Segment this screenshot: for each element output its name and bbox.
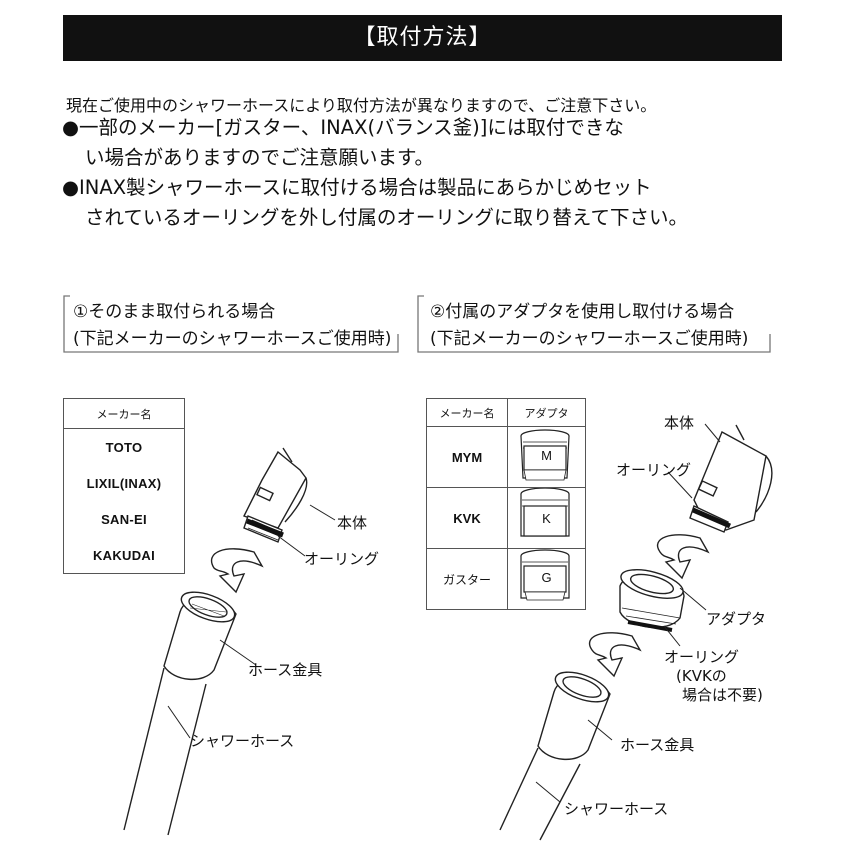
note-2-line1: ●INAX製シャワーホースに取付ける場合は製品にあらかじめセット — [62, 176, 652, 199]
maker-table-1: メーカー名 TOTO LIXIL(INAX) SAN-EI KAKUDAI — [63, 398, 185, 574]
section1-heading-block: ①そのまま取付られる場合 (下記メーカーのシャワーホースご使用時) — [73, 299, 391, 353]
section1-label-oring: オーリング — [304, 550, 380, 568]
adapter-label-m: M — [541, 447, 552, 463]
section1-leaders — [167, 504, 336, 739]
table2-maker-kvk: KVK — [426, 487, 508, 549]
section2-label-oring2: オーリング — [664, 648, 740, 666]
table2-maker-mym: MYM — [426, 426, 508, 488]
table2-header-maker: メーカー名 — [426, 398, 508, 427]
adapter-label-g: G — [541, 569, 552, 585]
table2-header-adapter: アダプタ — [507, 398, 586, 427]
section2-label-oring: オーリング — [616, 461, 692, 479]
maker-table-2: メーカー名 アダプタ MYM M KVK K ガスター G — [426, 398, 586, 610]
section2-heading-block: ②付属のアダプタを使用し取付ける場合 (下記メーカーのシャワーホースご使用時) — [430, 299, 775, 353]
section1-heading: ①そのまま取付られる場合 — [73, 302, 276, 322]
note-2: ●INAX製シャワーホースに取付ける場合は製品にあらかじめセット されているオー… — [62, 173, 688, 233]
section1-label-body: 本体 — [337, 514, 368, 532]
table1-maker-kakudai: KAKUDAI — [63, 537, 185, 574]
table1-header: メーカー名 — [63, 398, 185, 429]
section2-label-hose-fitting: ホース金具 — [620, 736, 695, 754]
section2-label-body: 本体 — [664, 414, 695, 432]
section2-leaders — [535, 423, 721, 803]
table1-maker-lixil: LIXIL(INAX) — [63, 465, 185, 501]
section1-subheading: (下記メーカーのシャワーホースご使用時) — [73, 329, 392, 349]
intro-text: 現在ご使用中のシャワーホースにより取付方法が異なりますので、ご注意下さい。 — [66, 96, 657, 115]
note-1-line2: い場合がありますのでご注意願います。 — [85, 146, 435, 169]
note-1: ●一部のメーカー[ガスター、INAX(バランス釜)]には取付できな い場合があり… — [62, 113, 624, 173]
page-title: 【取付方法】 — [63, 15, 782, 61]
note-1-line1: ●一部のメーカー[ガスター、INAX(バランス釜)]には取付できな — [62, 116, 624, 139]
table1-maker-sanei: SAN-EI — [63, 501, 185, 537]
adapter-label-k: K — [542, 510, 551, 526]
section2-label-oring2-note1: (KVKの — [676, 667, 727, 685]
section1-label-shower-hose: シャワーホース — [190, 732, 295, 750]
section1-illustration — [123, 447, 308, 836]
table1-maker-toto: TOTO — [63, 428, 185, 465]
section2-label-shower-hose: シャワーホース — [564, 800, 669, 818]
note-2-line2: されているオーリングを外し付属のオーリングに取り替えて下さい。 — [85, 206, 688, 229]
section1-label-hose-fitting: ホース金具 — [248, 661, 323, 679]
section2-subheading: (下記メーカーのシャワーホースご使用時) — [430, 329, 749, 349]
section-brackets — [63, 295, 771, 353]
section2-label-oring2-note2: 場合は不要) — [682, 686, 763, 704]
section2-label-adapter: アダプタ — [706, 610, 767, 628]
section2-illustration — [499, 424, 773, 841]
section2-heading: ②付属のアダプタを使用し取付ける場合 — [430, 302, 735, 322]
table2-maker-gastar: ガスター — [426, 548, 508, 610]
